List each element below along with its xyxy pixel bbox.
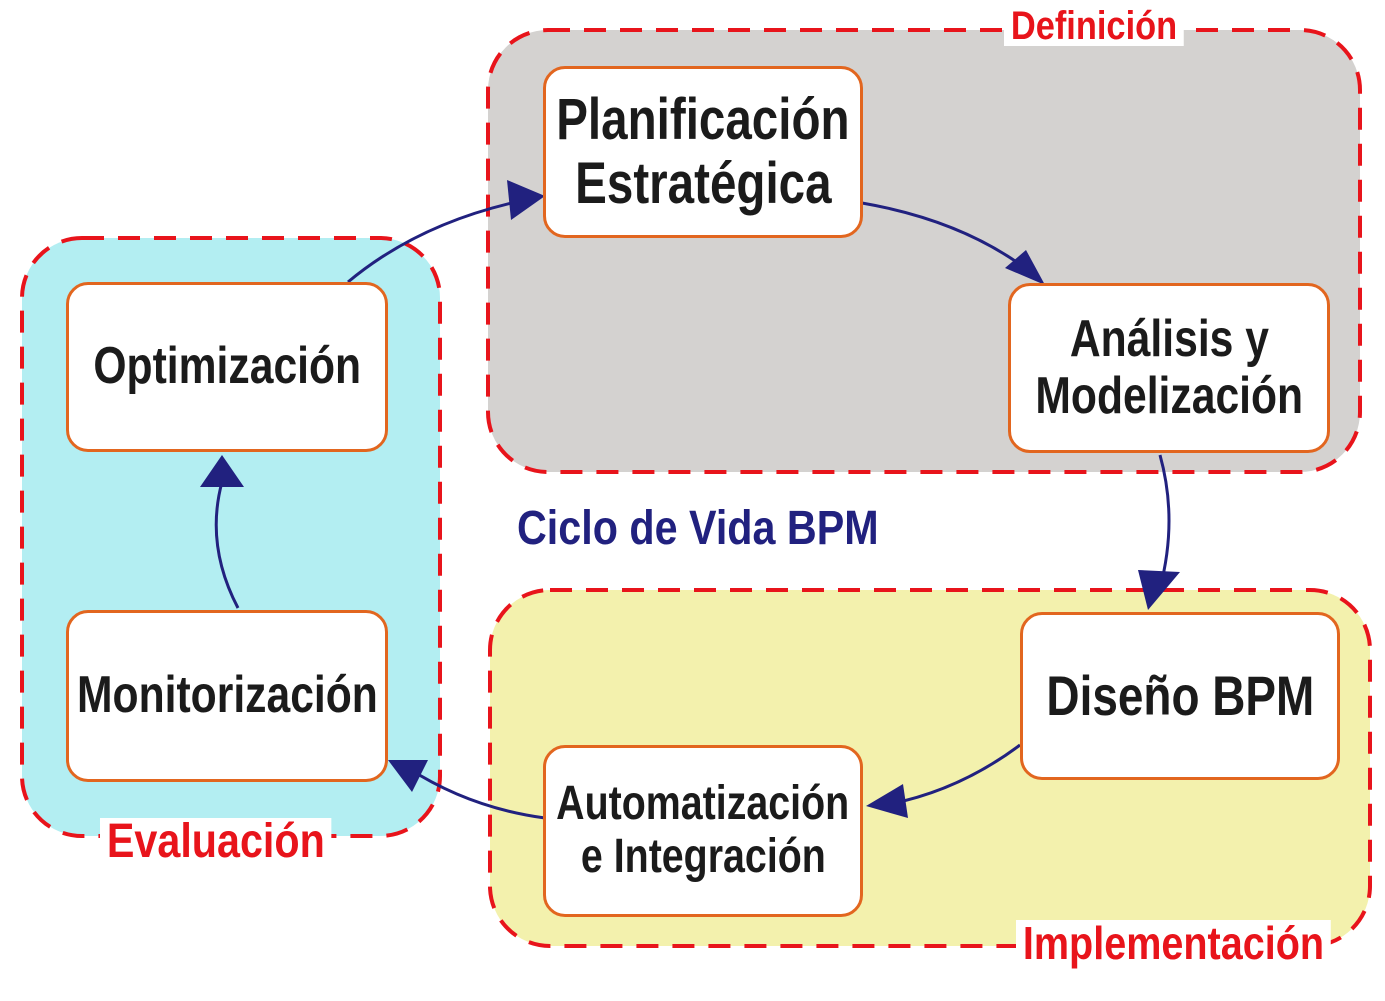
- arrow-automatizacion-to-monitorizacion: [407, 766, 546, 820]
- node-optimizacion: Optimización: [66, 282, 388, 452]
- arrowhead-diseno: [1138, 570, 1180, 610]
- arrow-diseno-to-automatizacion: [889, 743, 1021, 806]
- node-analisis-modelizacion: Análisis y Modelización: [1008, 283, 1330, 453]
- arrow-analisis-to-diseno: [1158, 454, 1171, 589]
- arrowhead-monitorizacion: [388, 760, 428, 792]
- arrowhead-analisis: [1005, 250, 1045, 285]
- node-monitorizacion-label: Monitorización: [76, 666, 378, 725]
- arrow-planificacion-to-analisis: [861, 201, 1026, 270]
- node-analisis-line-1: Análisis y: [1069, 309, 1269, 368]
- node-monitorizacion: Monitorización: [66, 610, 388, 782]
- node-diseno-bpm: Diseño BPM: [1020, 612, 1340, 780]
- arrow-monitorizacion-to-optimizacion: [214, 481, 240, 609]
- region-label-implementacion: Implementación: [1016, 920, 1331, 966]
- node-automatizacion-line-1: Automatización: [556, 777, 850, 831]
- node-diseno-label: Diseño BPM: [1046, 664, 1314, 728]
- region-label-definicion: Definición: [1004, 6, 1185, 46]
- arrowhead-optimizacion: [200, 455, 244, 487]
- node-planificacion-line-1: Planificación: [556, 87, 850, 153]
- node-planificacion-estrategica: Planificación Estratégica: [543, 66, 863, 238]
- arrowhead-planificacion: [507, 180, 545, 220]
- arrow-optimizacion-to-planificacion: [347, 198, 526, 284]
- node-planificacion-line-2: Estratégica: [574, 151, 832, 216]
- cycle-title: Ciclo de Vida BPM: [517, 502, 879, 555]
- region-label-evaluacion: Evaluación: [100, 818, 332, 866]
- node-optimizacion-label: Optimización: [93, 337, 361, 396]
- arrowhead-automatizacion: [866, 784, 908, 818]
- node-analisis-line-2: Modelización: [1035, 367, 1303, 425]
- node-automatizacion-integracion: Automatización e Integración: [543, 745, 863, 917]
- node-automatizacion-line-2: e Integración: [580, 830, 826, 883]
